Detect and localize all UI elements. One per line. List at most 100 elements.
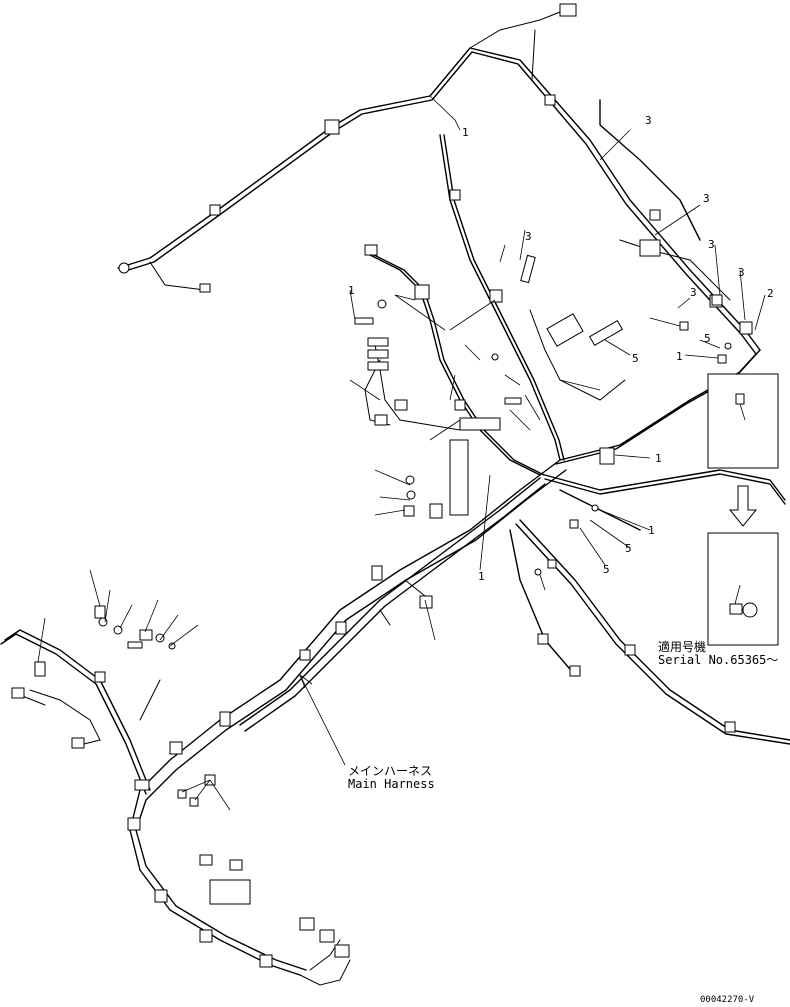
main-harness-label-en: Main Harness xyxy=(348,777,435,791)
callout: 1 xyxy=(462,126,469,139)
serial-note-ja: 適用号機 xyxy=(658,639,706,654)
clip xyxy=(449,189,461,201)
washer xyxy=(377,299,387,309)
nut xyxy=(155,633,165,643)
grommet-detail xyxy=(742,602,758,618)
callout: 1 xyxy=(478,570,485,583)
washer xyxy=(534,568,542,576)
connector xyxy=(394,399,408,411)
connector xyxy=(364,244,378,256)
connector xyxy=(367,349,389,359)
clip xyxy=(489,289,503,303)
clip xyxy=(154,889,168,903)
bolt xyxy=(127,641,143,649)
callout: 1 xyxy=(676,350,683,363)
serial-note-en: Serial No.65365～ xyxy=(658,653,778,667)
screw xyxy=(547,559,557,569)
detail-boxes xyxy=(707,373,779,646)
connector xyxy=(299,917,315,931)
clip xyxy=(127,817,141,831)
washer xyxy=(591,504,599,512)
connector-bundle xyxy=(209,879,251,905)
washer xyxy=(724,342,732,350)
detail-box-lower xyxy=(707,532,779,646)
text-labels: メインハーネス Main Harness 適用号機 Serial No.6536… xyxy=(348,639,778,1005)
callout-numbers: 1 2 3 3 3 3 3 3 5 5 1 1 1 5 1 5 1 xyxy=(348,114,774,583)
clip xyxy=(711,294,723,306)
clip xyxy=(335,621,347,635)
callout: 5 xyxy=(632,352,639,365)
drawing-code: 00042270-V xyxy=(700,995,755,1005)
clip-upper xyxy=(739,321,753,335)
screw xyxy=(189,797,199,807)
left-connector-bundle xyxy=(364,337,501,516)
callout: 2 xyxy=(767,287,774,300)
washer xyxy=(406,490,416,500)
arrow-down-icon xyxy=(728,485,758,527)
connector xyxy=(319,929,335,943)
tube xyxy=(520,254,536,284)
clip xyxy=(259,954,273,968)
bolt xyxy=(504,397,522,405)
clip xyxy=(371,565,383,581)
relay-connector xyxy=(546,313,584,347)
clip xyxy=(724,721,736,733)
clip xyxy=(219,711,231,727)
screw xyxy=(569,519,579,529)
fuse-block xyxy=(449,439,469,516)
screw xyxy=(679,321,689,331)
relay xyxy=(459,417,501,431)
connector-top xyxy=(559,3,577,17)
connector xyxy=(374,414,388,426)
screw xyxy=(717,354,727,364)
callout: 1 xyxy=(648,524,655,537)
clip xyxy=(429,503,443,519)
clip-detail xyxy=(729,603,743,615)
callout: 3 xyxy=(703,192,710,205)
clip xyxy=(94,671,106,683)
connector xyxy=(367,337,389,347)
callout: 3 xyxy=(645,114,652,127)
clip xyxy=(299,649,311,661)
bracket xyxy=(639,239,661,257)
callout: 5 xyxy=(704,332,711,345)
callout: 3 xyxy=(525,230,532,243)
screw xyxy=(405,475,415,485)
clamp xyxy=(599,447,615,465)
connector xyxy=(229,859,243,871)
clip xyxy=(134,779,150,791)
main-harness-trunk xyxy=(0,459,567,986)
clip xyxy=(537,633,549,645)
clip xyxy=(624,644,636,656)
clip xyxy=(199,929,213,943)
connector xyxy=(367,361,389,371)
detail-box-upper xyxy=(707,373,779,469)
callout: 3 xyxy=(738,266,745,279)
clip xyxy=(94,605,106,619)
clip xyxy=(34,661,46,677)
connector-end xyxy=(71,737,85,749)
clip-upper xyxy=(544,94,556,106)
clip-upper xyxy=(324,119,340,135)
clip-upper xyxy=(209,204,221,216)
clip-detail xyxy=(735,393,745,405)
callout: 1 xyxy=(348,284,355,297)
connector xyxy=(334,944,350,958)
bolt xyxy=(354,317,374,325)
screw xyxy=(491,353,499,361)
screw xyxy=(177,789,187,799)
leader-lines xyxy=(37,95,766,811)
callout: 3 xyxy=(708,238,715,251)
tube xyxy=(588,319,624,347)
clip-upper xyxy=(649,209,661,221)
clip xyxy=(414,284,430,300)
right-harness xyxy=(509,349,790,745)
connector-end xyxy=(199,283,211,293)
connector-end xyxy=(11,687,25,699)
connector-end xyxy=(118,262,130,274)
upper-cab-harness xyxy=(117,3,761,355)
callout: 3 xyxy=(690,286,697,299)
callout: 1 xyxy=(655,452,662,465)
hardware-parts xyxy=(94,294,732,807)
